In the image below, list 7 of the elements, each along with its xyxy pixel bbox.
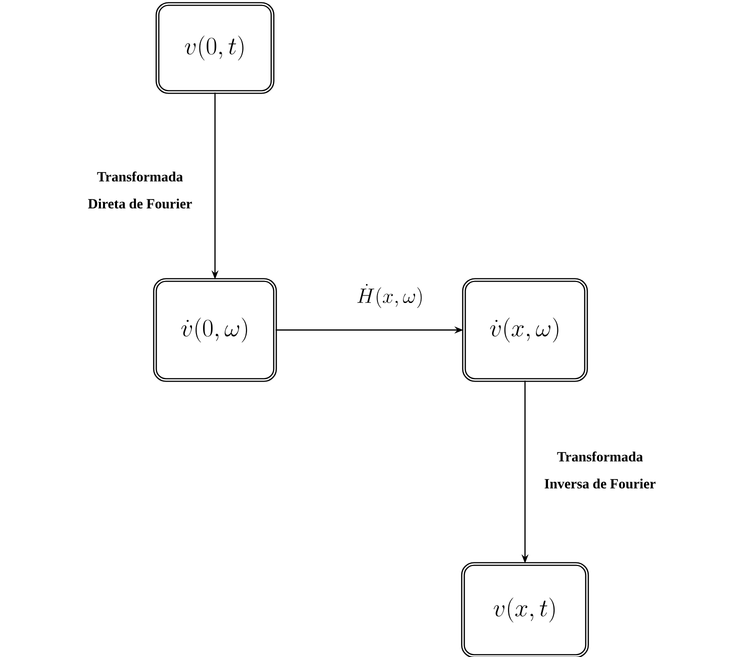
rounded-box: $v(0,t)$ (156, 2, 274, 94)
edge-label: Transformada Inversa de Fourier (544, 451, 656, 489)
edge-label: Transformada Direta de Fourier (88, 171, 192, 209)
edge-label: $\dot{H}(x,\omega)$ (357, 284, 422, 308)
rounded-box: $v(x,t)$ (461, 562, 589, 657)
rounded-box: $\dot{v}(0,\omega)$ (153, 278, 277, 382)
rounded-box: $\dot{v}(x,\omega)$ (462, 278, 588, 382)
